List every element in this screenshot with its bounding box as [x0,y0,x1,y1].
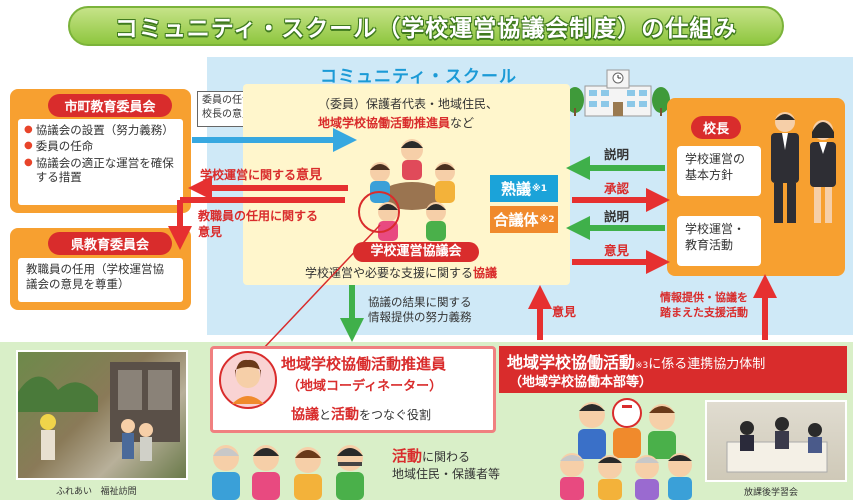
photo-welfare-caption: ふれあい 福祉訪問 [56,487,137,497]
coordinator-subtitle: （地域コーディネーター） [287,379,443,394]
coordinator-title: 地域学校協働活動推進員 [281,355,447,373]
organization-banner: 地域学校協働活動※3に係る連携協力体制 （地域学校協働本部等） [499,346,847,393]
approve-label: 承認 [604,181,630,196]
explain-label-1: 説明 [604,147,630,162]
pref-board-body: 教職員の任用（学校運営協議会の意見を尊重） [18,258,183,302]
school-building-icon [566,69,670,117]
council-members-line1: （委員）保護者代表・地域住民、 [318,97,499,111]
photo-afterschool-image [726,417,828,473]
community-school-label: コミュニティ・スクール [320,67,517,87]
principal-policy-box: 学校運営の基本方針 [677,146,761,196]
volunteers-illustration [560,398,692,500]
opinion-principal-label: 意見 [604,243,630,258]
opinion-staff-label: 教職員の任用に関する 意見 [198,209,319,239]
organization-title: 地域学校協働活動※3に係る連携協力体制 [507,353,766,372]
council-members-line2: 地域学校協働活動推進員など [318,116,475,130]
explain-label-2: 説明 [604,209,630,224]
photo-welfare-visit-image [18,362,180,461]
residents-label: 活動に関わる 地域住民・保護者等 [392,447,501,482]
council-role: 学校運営や必要な支援に関する協議 [305,266,498,280]
council-name: 学校運営協議会 [353,242,479,262]
principal-title: 校長 [691,116,741,139]
coordinator-highlight-circle [358,191,400,233]
principal-people-icon [771,112,836,223]
opinion-school-label: 学校運営に関する意見 [200,168,323,183]
list-item: ●協議会の設置（努力義務） [24,123,174,137]
coordinator-box: 地域学校協働活動推進員 （地域コーディネーター） 協議と活動をつなぐ役割 [210,346,496,433]
jukugi-badge: 熟議※1 [490,175,558,202]
coordinator-role: 協議と活動をつなぐ役割 [291,407,432,423]
city-board-panel: 市町教育委員会 ●協議会の設置（努力義務） ●委員の任命 ●協議会の適正な運営を… [10,89,191,213]
result-label: 協議の結果に関する情報提供の努力義務 [368,295,472,324]
support-label: 情報提供・協議を踏まえた支援活動 [660,291,748,319]
opinion-up-label: 意見 [552,305,577,319]
coordinator-link-line [261,224,381,351]
photo-afterschool [705,400,847,482]
coordinator-avatar [219,351,277,409]
gogitai-badge: 合議体※2 [490,206,558,233]
photo-afterschool-caption: 放課後学習会 [744,488,799,498]
residents-people-icon [212,445,364,500]
principal-activity-box: 学校運営・教育活動 [677,216,761,266]
title-banner: コミュニティ・スクール（学校運営協議会制度）の仕組み [68,6,784,46]
list-item: ●協議会の適正な運営を確保する措置 [24,155,174,185]
pref-board-panel: 県教育委員会 教職員の任用（学校運営協議会の意見を尊重） [10,228,191,310]
organization-subtitle: （地域学校協働本部等） [509,375,653,390]
city-board-duties: ●協議会の設置（努力義務） ●委員の任命 ●協議会の適正な運営を確保する措置 [18,119,183,205]
photo-welfare-visit [16,350,188,480]
page-title: コミュニティ・スクール（学校運営協議会制度）の仕組み [114,16,738,42]
city-board-title: 市町教育委員会 [48,94,172,117]
pref-board-title: 県教育委員会 [48,232,172,255]
list-item: ●委員の任命 [24,139,94,154]
